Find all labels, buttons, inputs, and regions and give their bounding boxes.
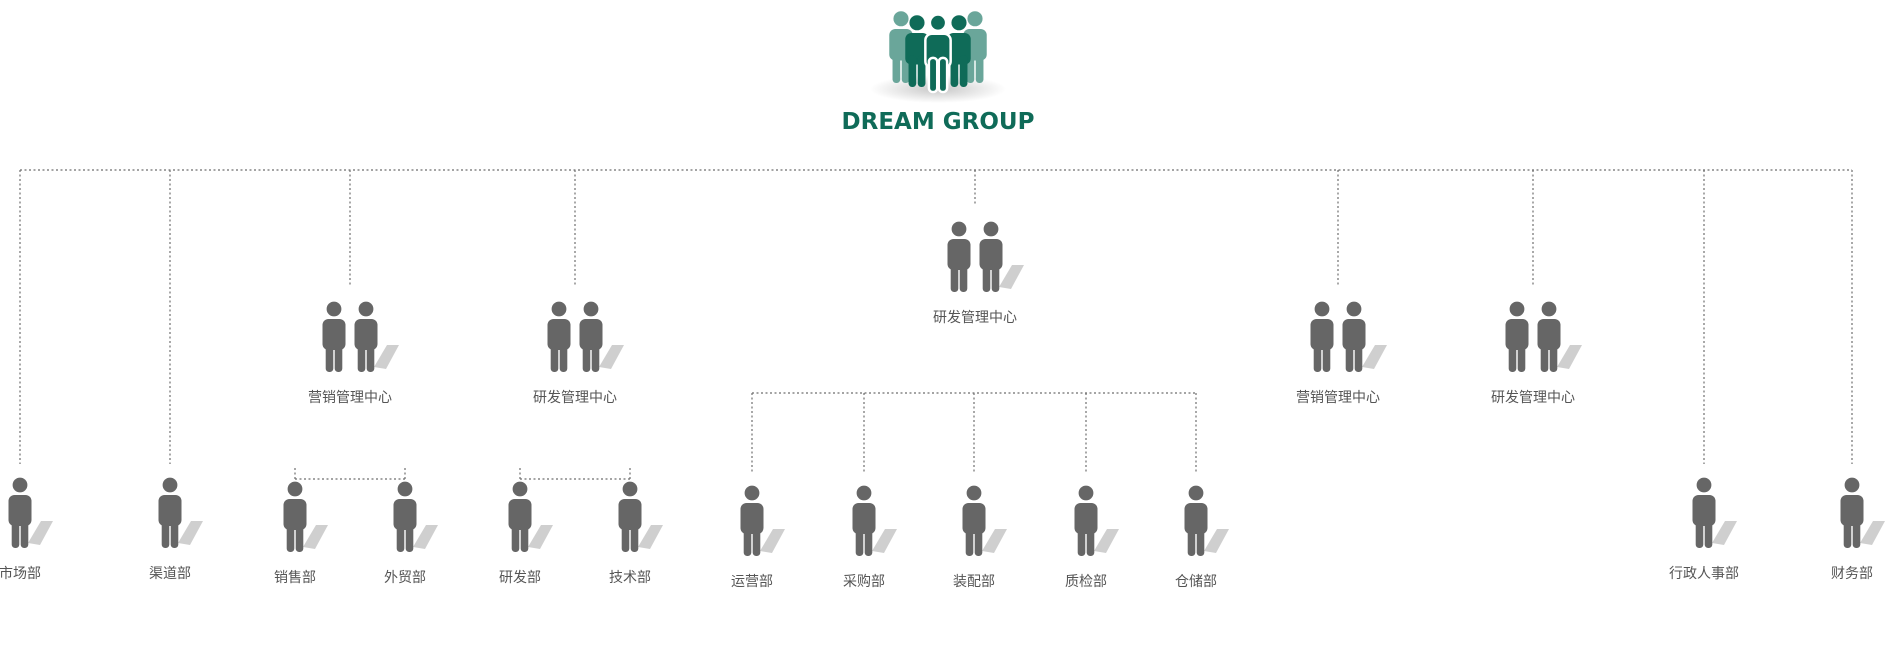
org-node-xiaoshou: 销售部 [274,481,328,586]
org-node-caigou: 采购部 [843,485,897,590]
person-icon [740,485,785,556]
person-pair-icon [1505,301,1582,372]
node-label: 财务部 [1831,566,1873,582]
node-label: 销售部 [274,570,316,586]
node-label: 渠道部 [149,566,191,582]
org-node-waimao: 外贸部 [384,481,438,586]
node-label: 外贸部 [384,570,426,586]
node-label: 装配部 [953,574,995,590]
person-icon [618,481,663,552]
person-icon [508,481,553,552]
org-node-yanfa_center: 研发管理中心 [933,221,1024,326]
org-node-shichang: 市场部 [0,477,53,582]
node-label: 仓储部 [1175,574,1217,590]
org-node-jishu: 技术部 [609,481,663,586]
node-label: 质检部 [1065,574,1107,590]
person-pair-icon [322,301,399,372]
org-node-zhuangpei: 装配部 [953,485,1007,590]
node-label: 研发管理中心 [933,310,1017,326]
node-label: 行政人事部 [1669,566,1739,582]
node-label: 运营部 [731,574,773,590]
group-people-icon [870,11,1006,103]
org-node-zhijian: 质检部 [1065,485,1119,590]
person-pair-icon [547,301,624,372]
person-icon [1074,485,1119,556]
org-node-xingzheng: 行政人事部 [1669,477,1739,582]
person-icon [852,485,897,556]
company-name: DREAM GROUP [842,109,1035,135]
connector-lines [19,169,1853,480]
person-icon [962,485,1007,556]
node-label: 营销管理中心 [1296,390,1380,406]
org-node-yingxiao2: 营销管理中心 [1296,301,1387,406]
company-logo: DREAM GROUP [842,11,1035,135]
org-node-yanfa1: 研发管理中心 [533,301,624,406]
person-icon [283,481,328,552]
person-icon [1692,477,1737,548]
org-node-yanfa2: 研发管理中心 [1491,301,1582,406]
node-label: 采购部 [843,574,885,590]
person-pair-icon [1310,301,1387,372]
node-label: 市场部 [0,565,41,582]
person-icon [158,477,203,548]
node-label: 研发管理中心 [533,390,617,406]
org-node-yingxiao1: 营销管理中心 [308,301,399,406]
person-icon [8,477,53,548]
org-node-cangchu: 仓储部 [1175,485,1229,590]
node-label: 技术部 [609,570,651,586]
node-label: 研发部 [499,570,541,586]
person-pair-icon [947,221,1024,292]
person-icon [1184,485,1229,556]
org-node-caiwu: 财务部 [1831,477,1885,582]
node-label: 营销管理中心 [308,390,392,406]
person-icon [393,481,438,552]
org-node-qudao: 渠道部 [149,477,203,582]
node-label: 研发管理中心 [1491,390,1575,406]
org-node-yunying: 运营部 [731,485,785,590]
person-icon [1840,477,1885,548]
org-node-yanfabu: 研发部 [499,481,553,586]
